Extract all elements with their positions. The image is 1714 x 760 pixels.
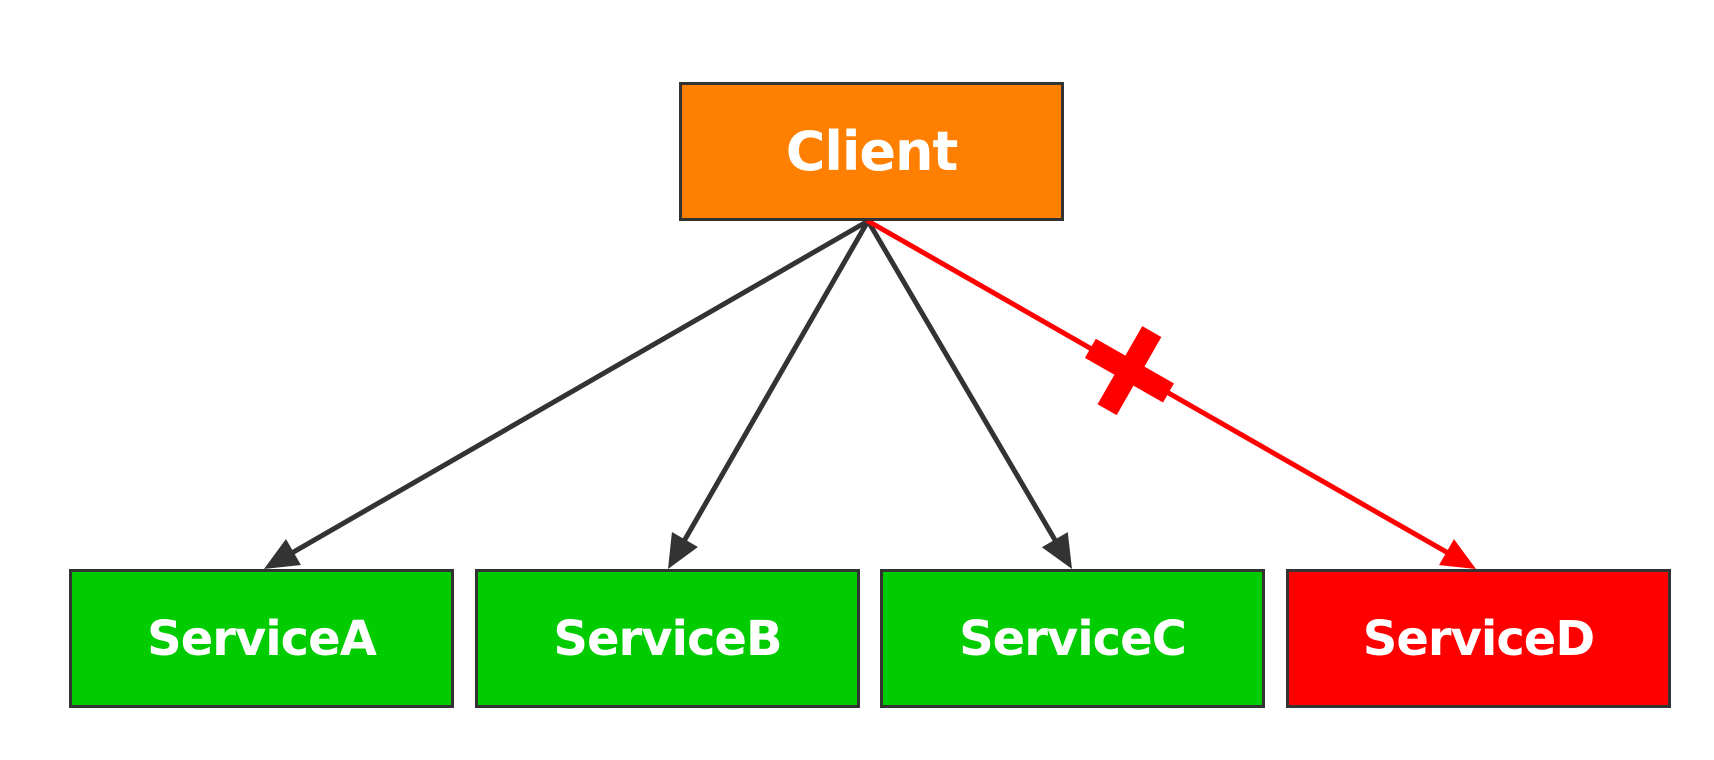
edge-client-to-service-b [680, 218, 871, 546]
edge-client-to-service-c [865, 218, 1060, 546]
edge-client-to-service-a [287, 218, 871, 557]
service-a-node[interactable]: ServiceA [69, 569, 454, 708]
cross-bar-2 [1097, 326, 1162, 416]
arrowhead-service-c [1041, 532, 1072, 569]
arrowhead-service-b [668, 532, 698, 569]
cross-icon [1084, 326, 1174, 416]
service-c-node[interactable]: ServiceC [880, 569, 1265, 708]
client-node[interactable]: Client [679, 82, 1064, 221]
service-b-node[interactable]: ServiceB [475, 569, 860, 708]
arrowhead-service-d [1439, 539, 1476, 569]
service-d-node[interactable]: ServiceD [1286, 569, 1671, 708]
arrowhead-service-a [264, 539, 301, 569]
